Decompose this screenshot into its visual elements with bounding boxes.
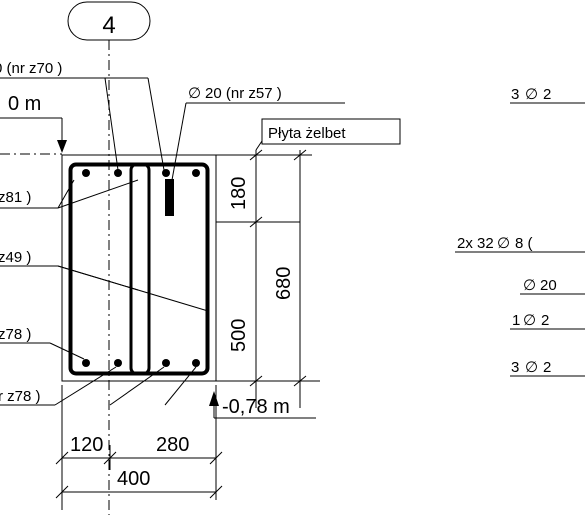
svg-text:∅: ∅	[523, 312, 536, 329]
svg-text:∅: ∅	[497, 235, 510, 252]
dim-120: 120	[70, 434, 103, 456]
slab-label-leader	[255, 140, 263, 151]
callout-z81-leader-b	[57, 179, 139, 209]
hdim-tick-e	[209, 485, 223, 499]
callout-z57-symbol: ∅	[188, 85, 201, 102]
rebar-top-2	[114, 169, 122, 177]
slab-label: Płyta żelbet	[268, 125, 346, 142]
right-label-1: 3 ∅ 2	[510, 86, 585, 104]
hdim-tick-b	[103, 451, 117, 465]
rebar-top-3	[162, 169, 170, 177]
rebar-top-1	[82, 169, 90, 177]
dim-400: 400	[117, 468, 150, 490]
hdim-tick-c	[209, 451, 223, 465]
bottom-elevation-arrow	[209, 391, 219, 406]
rebar-bottom-2	[114, 359, 122, 367]
callout-z70-leader-a	[104, 77, 119, 171]
callout-z70: 0 (nr z70 )	[0, 60, 62, 77]
svg-text:∅: ∅	[525, 359, 538, 376]
dim-tick-1	[249, 149, 263, 161]
rebar-bottom-4	[192, 359, 200, 367]
callout-z78b: r z78 )	[0, 388, 41, 405]
hdim-tick-d	[55, 485, 69, 499]
dim-tick-4	[293, 149, 307, 161]
callout-z57-leader	[171, 102, 187, 181]
callout-z78b-leader-a	[54, 366, 117, 406]
svg-text:3: 3	[511, 86, 519, 103]
svg-text:2: 2	[543, 86, 551, 103]
svg-text:2: 2	[543, 359, 551, 376]
dim-680: 680	[273, 267, 295, 300]
dim-500: 500	[228, 319, 250, 352]
rebar-bottom-3	[162, 359, 170, 367]
rebar-vertical-z57	[165, 179, 174, 216]
callout-z78b-leader-b	[109, 366, 165, 406]
callout-z81: z81 )	[0, 189, 31, 206]
right-label-4: 1 ∅ 2	[510, 312, 585, 330]
right-label-2: 2x 32 ∅ 8 (	[455, 235, 585, 253]
right-label-3: ∅ 20	[520, 277, 585, 295]
callout-z49: z49 )	[0, 249, 31, 266]
svg-text:∅: ∅	[525, 86, 538, 103]
svg-text:20: 20	[540, 277, 557, 294]
svg-text:∅: ∅	[523, 277, 536, 294]
callout-z78-leader	[49, 342, 85, 360]
top-elevation-arrow	[57, 140, 67, 153]
stirrup-enclosing	[69, 163, 209, 375]
axis-label: 4	[102, 12, 115, 39]
right-label-5: 3 ∅ 2	[510, 359, 585, 377]
dim-180: 180	[228, 177, 250, 210]
hdim-tick-a	[55, 451, 69, 465]
svg-text:2: 2	[541, 312, 549, 329]
svg-text:1: 1	[512, 312, 520, 329]
top-elevation-label: 0 m	[8, 93, 41, 115]
dim-280: 280	[156, 434, 189, 456]
svg-text:2x 32: 2x 32	[457, 235, 494, 252]
dim-tick-2	[249, 216, 263, 228]
bottom-elevation-label: -0,78 m	[222, 396, 290, 418]
rebar-bottom-1	[82, 359, 90, 367]
svg-text:3: 3	[511, 359, 519, 376]
rebar-top-4	[192, 169, 200, 177]
beam-outline	[61, 154, 217, 382]
callout-z78b-leader-c	[164, 366, 197, 406]
slab-label-box	[261, 118, 401, 145]
svg-text:8 (: 8 (	[515, 235, 533, 252]
callout-z70-leader-b	[147, 77, 165, 171]
callout-z49-leader-b	[57, 265, 209, 312]
callout-z78: z78 )	[0, 326, 31, 343]
callout-z81-leader-a	[57, 179, 75, 209]
callout-z57-text: 20 (nr z57 )	[205, 85, 282, 102]
